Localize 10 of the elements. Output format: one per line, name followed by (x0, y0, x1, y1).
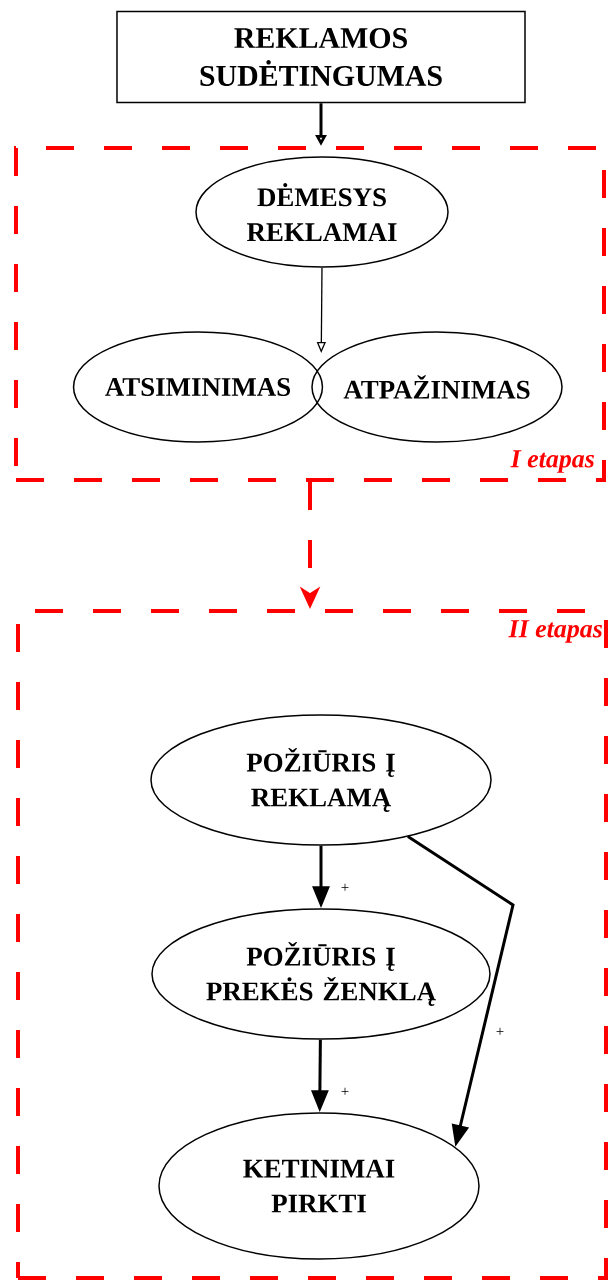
ellipse-node: ATPAŽINIMAS (311, 331, 563, 443)
ellipse-node: KETINIMAI PIRKTI (158, 1112, 480, 1260)
ellipse-node: ATSIMINIMAS (72, 331, 324, 443)
edge-label: + (339, 1086, 351, 1098)
edge-label: + (494, 1026, 506, 1038)
ellipse-node: DĖMESYS REKLAMAI (195, 156, 449, 268)
ellipse-node: POŽIŪRIS Į REKLAMĄ (150, 714, 492, 846)
ellipse-node: POŽIŪRIS Į PREKĖS ŽENKLĄ (151, 908, 491, 1040)
process-box: REKLAMOS SUDĖTINGUMAS (116, 10, 526, 104)
edge-label: + (339, 882, 351, 894)
